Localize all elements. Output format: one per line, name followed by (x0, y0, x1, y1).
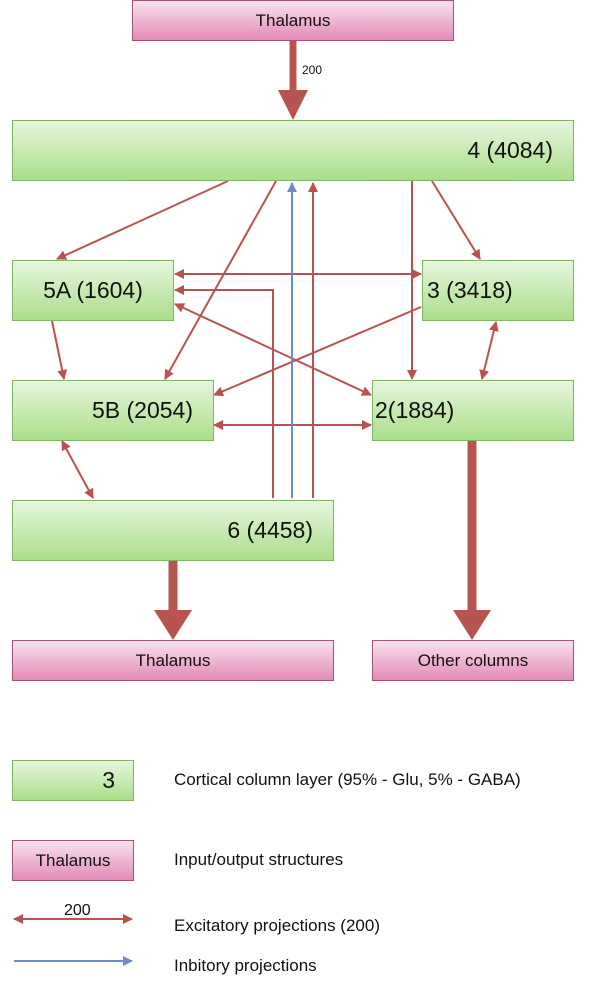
edge-5b-6 (61, 440, 94, 499)
other-columns-box: Other columns (372, 640, 574, 681)
other-columns-label: Other columns (417, 650, 529, 670)
layer-5b-box: 5B (2054) (12, 380, 214, 441)
layer-3-label: 3 (3418) (427, 277, 513, 303)
thick-arrow-6-to-thalamus (154, 560, 192, 640)
thick-arrow-thalamus-to-4 (278, 40, 308, 120)
legend-io-box: Thalamus (12, 840, 134, 881)
legend-inhibitory-description: Inbitory projections (174, 956, 317, 975)
legend-layer-box: 3 (12, 760, 134, 801)
layer-6-label: 6 (4458) (227, 517, 313, 543)
edge-4-to-3 (431, 180, 481, 260)
layer-4-box: 4 (4084) (12, 120, 574, 181)
edge-5a-to-5b (51, 320, 68, 380)
edge-4-to-5b (164, 180, 277, 380)
edge-3-2 (479, 321, 499, 380)
layer-2-box: 2(1884) (372, 380, 574, 441)
legend-layer-description: Cortical column layer (95% - Glu, 5% - G… (174, 770, 521, 789)
legend-layer-box-label: 3 (102, 767, 115, 793)
legend-io-description: Input/output structures (174, 850, 344, 869)
layer-4-label: 4 (4084) (467, 137, 553, 163)
legend-io-box-label: Thalamus (35, 850, 111, 870)
edge-4-to-5a (56, 180, 229, 260)
thick-arrow-2-to-other-columns (453, 440, 491, 640)
layer-5a-box: 5A (1604) (12, 260, 174, 321)
thalamus-output-label: Thalamus (135, 650, 211, 670)
legend-excitatory-description: Excitatory projections (200) (174, 916, 380, 935)
layer-5a-label: 5A (1604) (43, 277, 143, 303)
layer-6-box: 6 (4458) (12, 500, 334, 561)
layer-2-label: 2(1884) (375, 397, 455, 423)
edge-weight-label: 200 (302, 63, 322, 77)
layer-5b-label: 5B (2054) (91, 397, 193, 423)
layer-3-box: 3 (3418) (422, 260, 574, 321)
thalamus-input-label: Thalamus (255, 10, 331, 30)
thalamus-input-box: Thalamus (132, 0, 454, 41)
thalamus-output-box: Thalamus (12, 640, 334, 681)
legend-excitatory-value: 200 (64, 902, 91, 919)
